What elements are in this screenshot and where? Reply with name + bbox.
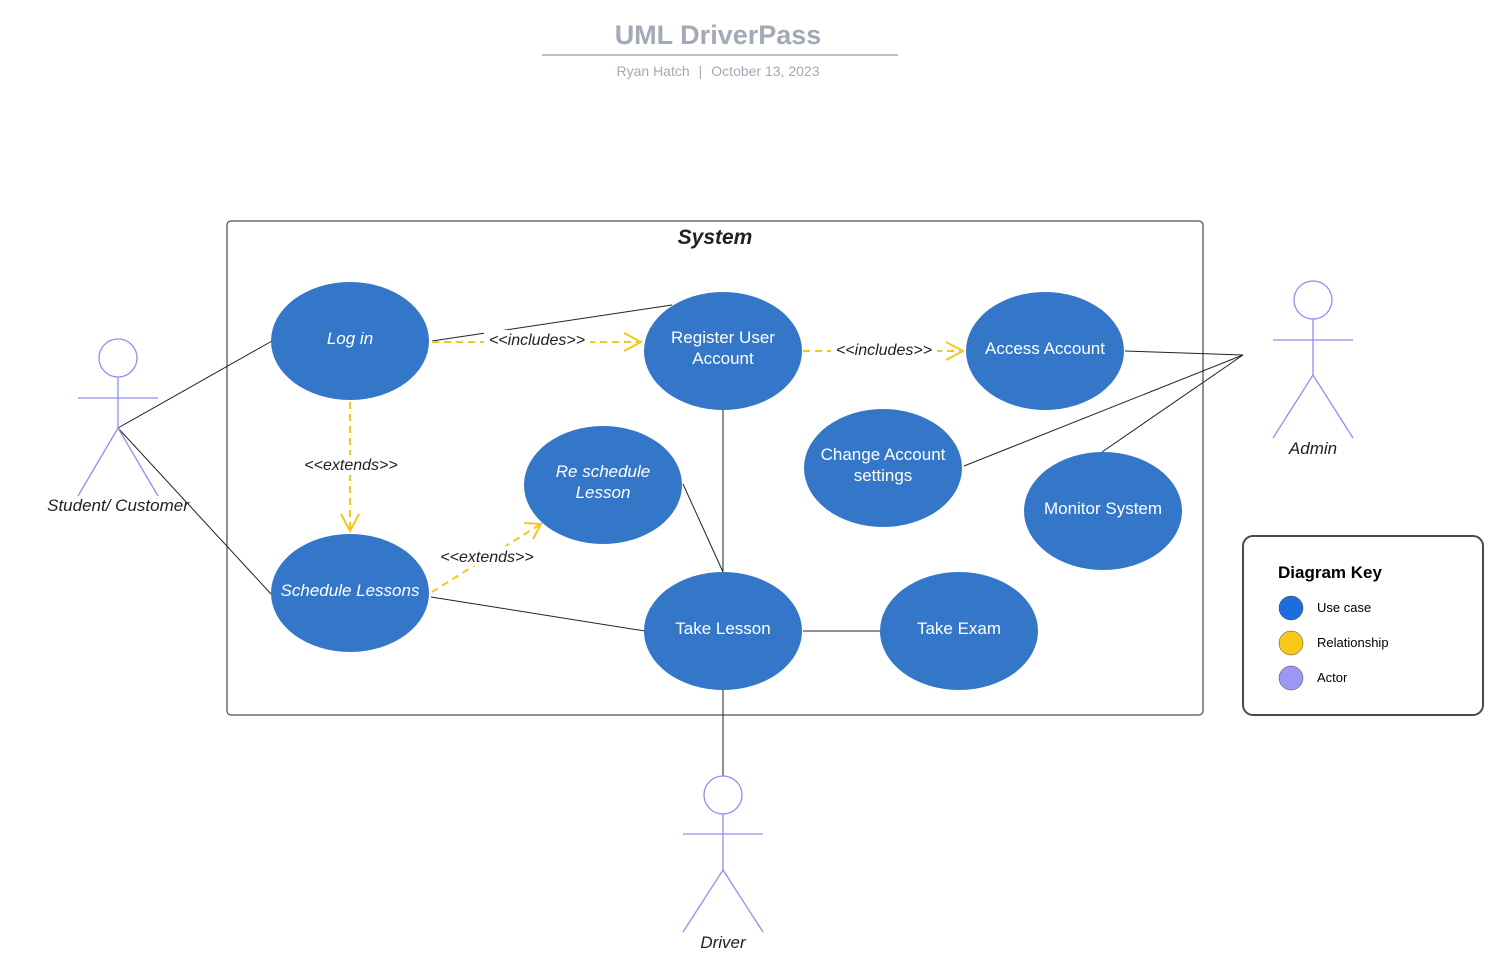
relationship-label: <<extends>> bbox=[440, 549, 533, 566]
relationship-label: <<includes>> bbox=[489, 332, 585, 349]
assoc-schedule-takelesson bbox=[430, 596, 646, 632]
use-case-label: settings bbox=[854, 466, 913, 485]
use-case-monitor-system: Monitor System bbox=[1024, 452, 1182, 570]
use-case-label: Register User bbox=[671, 328, 775, 347]
use-case-label: Take Exam bbox=[917, 619, 1001, 638]
actor-student-customer: Student/ Customer bbox=[47, 338, 190, 515]
system-label: System bbox=[678, 226, 753, 249]
diagram-title: UML DriverPass bbox=[615, 20, 822, 50]
use-case-take-exam: Take Exam bbox=[880, 572, 1038, 690]
actor-driver: Driver bbox=[682, 775, 764, 952]
actor-label: Admin bbox=[1288, 439, 1337, 458]
actor-head bbox=[1293, 280, 1333, 320]
assoc-monitor-admin bbox=[1101, 354, 1244, 453]
key-label-use-case: Use case bbox=[1317, 600, 1371, 615]
use-case-register-user-account: Register User Account bbox=[644, 292, 802, 410]
diagram-key-box bbox=[1242, 535, 1484, 716]
relationship-label: <<extends>> bbox=[304, 457, 397, 474]
relationship-includes-register: <<includes>> bbox=[432, 330, 644, 352]
key-label-actor: Actor bbox=[1317, 670, 1348, 685]
key-swatch-actor bbox=[1278, 665, 1304, 691]
key-swatch-relationship bbox=[1278, 630, 1304, 656]
use-case-label: Schedule Lessons bbox=[281, 581, 420, 600]
key-swatch-use-case bbox=[1278, 595, 1304, 621]
assoc-settings-admin bbox=[963, 354, 1244, 467]
subtitle-separator: | bbox=[699, 63, 703, 79]
use-case-schedule-lessons: Schedule Lessons bbox=[271, 534, 429, 652]
use-case-label: Take Lesson bbox=[675, 619, 770, 638]
use-case-label: Account bbox=[692, 349, 754, 368]
association-lines bbox=[117, 304, 1244, 776]
diagram-key: Diagram Key Use case Relationship Actor bbox=[1242, 535, 1484, 716]
assoc-reschedule-takelesson bbox=[682, 483, 724, 573]
actor-admin: Admin bbox=[1272, 280, 1354, 458]
diagram-key-title: Diagram Key bbox=[1278, 563, 1382, 582]
actor-head bbox=[98, 338, 138, 378]
use-case-access-account: Access Account bbox=[966, 292, 1124, 410]
assoc-student-schedule bbox=[117, 427, 272, 595]
use-case-change-account-settings: Change Account settings bbox=[804, 409, 962, 527]
diagram-date: October 13, 2023 bbox=[711, 63, 819, 79]
assoc-student-login bbox=[117, 340, 273, 429]
system-boundary bbox=[226, 220, 1204, 716]
use-case-label: Log in bbox=[327, 329, 373, 348]
use-case-reschedule-lesson: Re schedule Lesson bbox=[524, 426, 682, 544]
diagram-subtitle: Ryan Hatch | October 13, 2023 bbox=[617, 63, 820, 79]
assoc-login-register bbox=[431, 304, 673, 342]
use-case-take-lesson: Take Lesson bbox=[644, 572, 802, 690]
relationship-extends-schedule: <<extends>> bbox=[298, 402, 404, 534]
assoc-access-admin bbox=[1124, 350, 1244, 356]
relationship-label: <<includes>> bbox=[836, 342, 932, 359]
relationship-extends-reschedule: <<extends>> bbox=[431, 522, 543, 593]
use-case-label: Monitor System bbox=[1044, 499, 1162, 518]
actor-head bbox=[703, 775, 743, 815]
use-case-label: Change Account bbox=[821, 445, 946, 464]
use-case-label: Lesson bbox=[576, 483, 631, 502]
relationship-includes-access: <<includes>> bbox=[803, 340, 966, 361]
actor-label: Student/ Customer bbox=[47, 496, 190, 515]
use-case-label: Re schedule bbox=[556, 462, 651, 481]
key-label-relationship: Relationship bbox=[1317, 635, 1389, 650]
author-name: Ryan Hatch bbox=[617, 63, 690, 79]
use-case-log-in: Log in bbox=[271, 282, 429, 400]
use-case-label: Access Account bbox=[985, 339, 1105, 358]
actor-label: Driver bbox=[700, 933, 747, 952]
